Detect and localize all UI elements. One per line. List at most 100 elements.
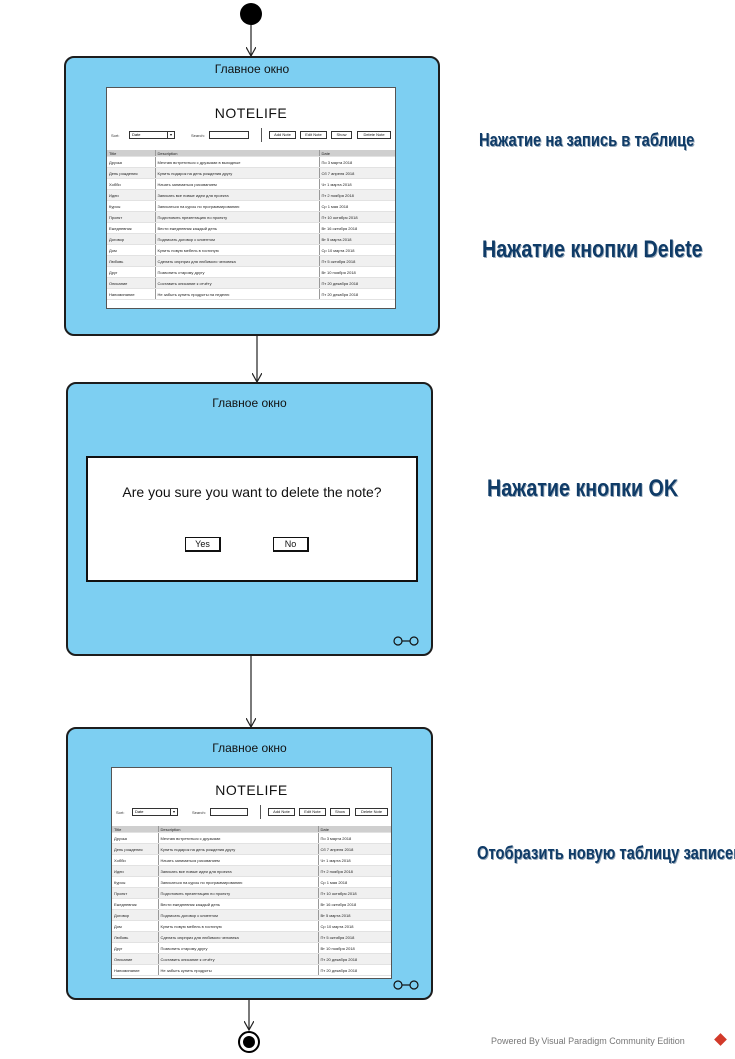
column-header: Description [155,150,320,157]
cell-description: Составить описание к отчёту [155,277,320,289]
cell-description: Записать все новые идеи для проекта [155,189,320,201]
state-title: Главное окно [212,741,287,755]
cell-date: Вт 5 марта 2018 [319,233,395,245]
cell-date: Пт 20 декабря 2018 [318,953,391,965]
app-title: NOTELIFE [214,105,288,121]
sort-label: Sort: [111,133,120,138]
column-header: Date [318,826,391,833]
cell-date: Сб 7 апреля 2018 [319,167,395,179]
no-button[interactable]: No [273,537,309,552]
cell-title: Напоминание [112,964,159,976]
delete-note-button[interactable]: Delete Note [357,131,391,139]
chevron-down-icon: ▾ [167,132,174,138]
cell-description: Не забыть купить продукты на неделю [155,288,320,300]
cell-date: Ср 1 мая 2018 [319,200,395,212]
cell-description: Подписать договор с клиентом [155,233,320,245]
cell-description: Вести ежедневник каждый день [158,898,319,910]
cell-description: Купить подарок на день рождения другу [158,843,319,855]
cell-title: Проект [107,211,156,223]
label-click-record: Нажатие на запись в таблице [479,130,695,150]
yes-button[interactable]: Yes [185,537,221,552]
cell-date: Пт 20 декабря 2018 [319,288,395,300]
cell-description: Мечтаю встретиться с друзьями в выходные [155,156,320,168]
cell-title: Идеи [107,189,156,201]
add-note-button[interactable]: Add Note [268,808,295,816]
cell-title: Описание [112,953,159,965]
state-confirm-dialog: Главное окно Are you sure you want to de… [66,382,433,656]
add-note-button[interactable]: Add Note [269,131,296,139]
cell-date: Вт 16 октября 2018 [319,222,395,234]
search-input[interactable] [210,808,248,816]
cell-title: Договор [112,909,159,921]
submachine-icon [393,636,419,646]
cell-description: Мечтаю встретиться с друзьями [158,832,319,844]
label-click-delete: Нажатие кнопки Delete [482,236,703,263]
label-click-ok: Нажатие кнопки OK [487,475,679,502]
chevron-down-icon: ▾ [170,809,177,815]
state-title: Главное окно [212,396,287,410]
show-button[interactable]: Show [331,131,352,139]
search-label: Search: [192,810,206,815]
app-screen: NOTELIFE Sort: Date▾ Search: Add Note Ed… [106,87,396,309]
cell-title: Идеи [112,865,159,877]
cell-title: Ежедневник [107,222,156,234]
cell-date: Пт 2 ноября 2018 [318,865,391,877]
search-input[interactable] [209,131,249,139]
app-screen: NOTELIFE Sort: Date▾ Search: Add Note Ed… [111,767,392,979]
cell-description: Подготовить презентацию по проекту [155,211,320,223]
cell-date: Пт 5 октября 2018 [318,931,391,943]
show-button[interactable]: Show [330,808,350,816]
sort-select[interactable]: Date▾ [129,131,175,139]
cell-date: Пт 2 ноября 2018 [319,189,395,201]
cell-description: Записаться на курсы по программированию [158,876,319,888]
sort-select[interactable]: Date▾ [132,808,178,816]
column-header: Description [158,826,319,833]
edit-note-button[interactable]: Edit Note [299,808,326,816]
cell-description: Записать все новые идеи для проекта [158,865,319,877]
cell-date: Ср 10 марта 2018 [318,920,391,932]
cell-title: День рождения [107,167,156,179]
delete-note-button[interactable]: Delete Note [355,808,388,816]
label-show-table: Отобразить новую таблицу записей [477,843,735,863]
cell-title: Любовь [107,255,156,267]
toolbar-divider [260,805,261,819]
app-title: NOTELIFE [215,782,288,798]
cell-title: Дом [112,920,159,932]
edit-note-button[interactable]: Edit Note [300,131,327,139]
cell-title: Курсы [112,876,159,888]
cell-date: Чт 1 марта 2018 [319,178,395,190]
cell-date: Пт 20 декабря 2018 [318,964,391,976]
cell-date: Ср 10 марта 2018 [319,244,395,256]
cell-date: Вт 16 октября 2018 [318,898,391,910]
dialog-question: Are you sure you want to delete the note… [122,484,382,500]
table-header-row: Title Description Date [107,150,395,157]
cell-description: Составить описание к отчёту [158,953,319,965]
